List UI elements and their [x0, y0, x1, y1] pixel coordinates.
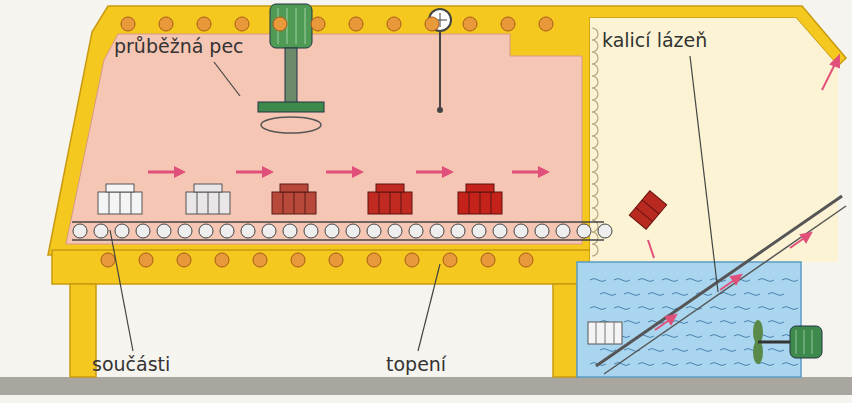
roller [178, 224, 192, 238]
part-label: topení [386, 354, 446, 375]
leg [553, 284, 577, 377]
part-label: kalicí lázeň [602, 30, 707, 51]
part [98, 184, 142, 214]
roller [199, 224, 213, 238]
heater [215, 253, 229, 267]
roller [430, 224, 444, 238]
roller [535, 224, 549, 238]
roller [157, 224, 171, 238]
heater [177, 253, 191, 267]
heater [349, 17, 363, 31]
heating-elements [101, 17, 553, 267]
flow-arrow [148, 166, 186, 178]
incline-conveyor [596, 196, 842, 366]
heater [329, 253, 343, 267]
heater [273, 17, 287, 31]
flow-arrow [416, 166, 454, 178]
roller [262, 224, 276, 238]
bottom-frame [52, 250, 590, 284]
heater [159, 17, 173, 31]
heater [387, 17, 401, 31]
flow-arrow [326, 166, 364, 178]
roller [73, 224, 87, 238]
discharge-hood [590, 18, 796, 262]
part [186, 184, 230, 214]
quench-bath [577, 262, 801, 377]
heater [291, 253, 305, 267]
roller [241, 224, 255, 238]
heater [463, 17, 477, 31]
heater [197, 17, 211, 31]
floor [0, 377, 852, 395]
roller [556, 224, 570, 238]
roller [136, 224, 150, 238]
roller [325, 224, 339, 238]
roller [388, 224, 402, 238]
roller [94, 224, 108, 238]
part-in-bath [588, 322, 622, 344]
heater [311, 17, 325, 31]
part [458, 184, 502, 214]
roller [304, 224, 318, 238]
heater [425, 17, 439, 31]
roller [472, 224, 486, 238]
heater [405, 253, 419, 267]
heater [367, 253, 381, 267]
belt [72, 239, 604, 241]
heater [235, 17, 249, 31]
incline-conveyor [604, 206, 846, 374]
roller [598, 224, 612, 238]
circulation-fan [258, 4, 324, 133]
roller [220, 224, 234, 238]
roller [283, 224, 297, 238]
part [368, 184, 412, 214]
heater [121, 17, 135, 31]
conveyor [72, 222, 612, 240]
roller [451, 224, 465, 238]
roller [115, 224, 129, 238]
heater [481, 253, 495, 267]
roller [367, 224, 381, 238]
part-label: průběžná pec [114, 36, 244, 57]
furnace-chamber [66, 34, 582, 244]
heater [539, 17, 553, 31]
part-label: součásti [92, 354, 170, 375]
roller [514, 224, 528, 238]
bath-flow-arrows [648, 56, 839, 330]
falling-part [629, 191, 666, 230]
leader-lines [110, 56, 718, 351]
roller [346, 224, 360, 238]
roller [577, 224, 591, 238]
heater [501, 17, 515, 31]
belt [72, 221, 604, 223]
roller [409, 224, 423, 238]
heater [139, 253, 153, 267]
parts [98, 184, 502, 214]
heater [443, 253, 457, 267]
flow-arrow [512, 166, 550, 178]
roller [493, 224, 507, 238]
heater [101, 253, 115, 267]
flow-arrows [148, 166, 550, 178]
flow-arrow [236, 166, 274, 178]
part [272, 184, 316, 214]
stirrer [753, 320, 822, 364]
heater [519, 253, 533, 267]
heater [253, 253, 267, 267]
